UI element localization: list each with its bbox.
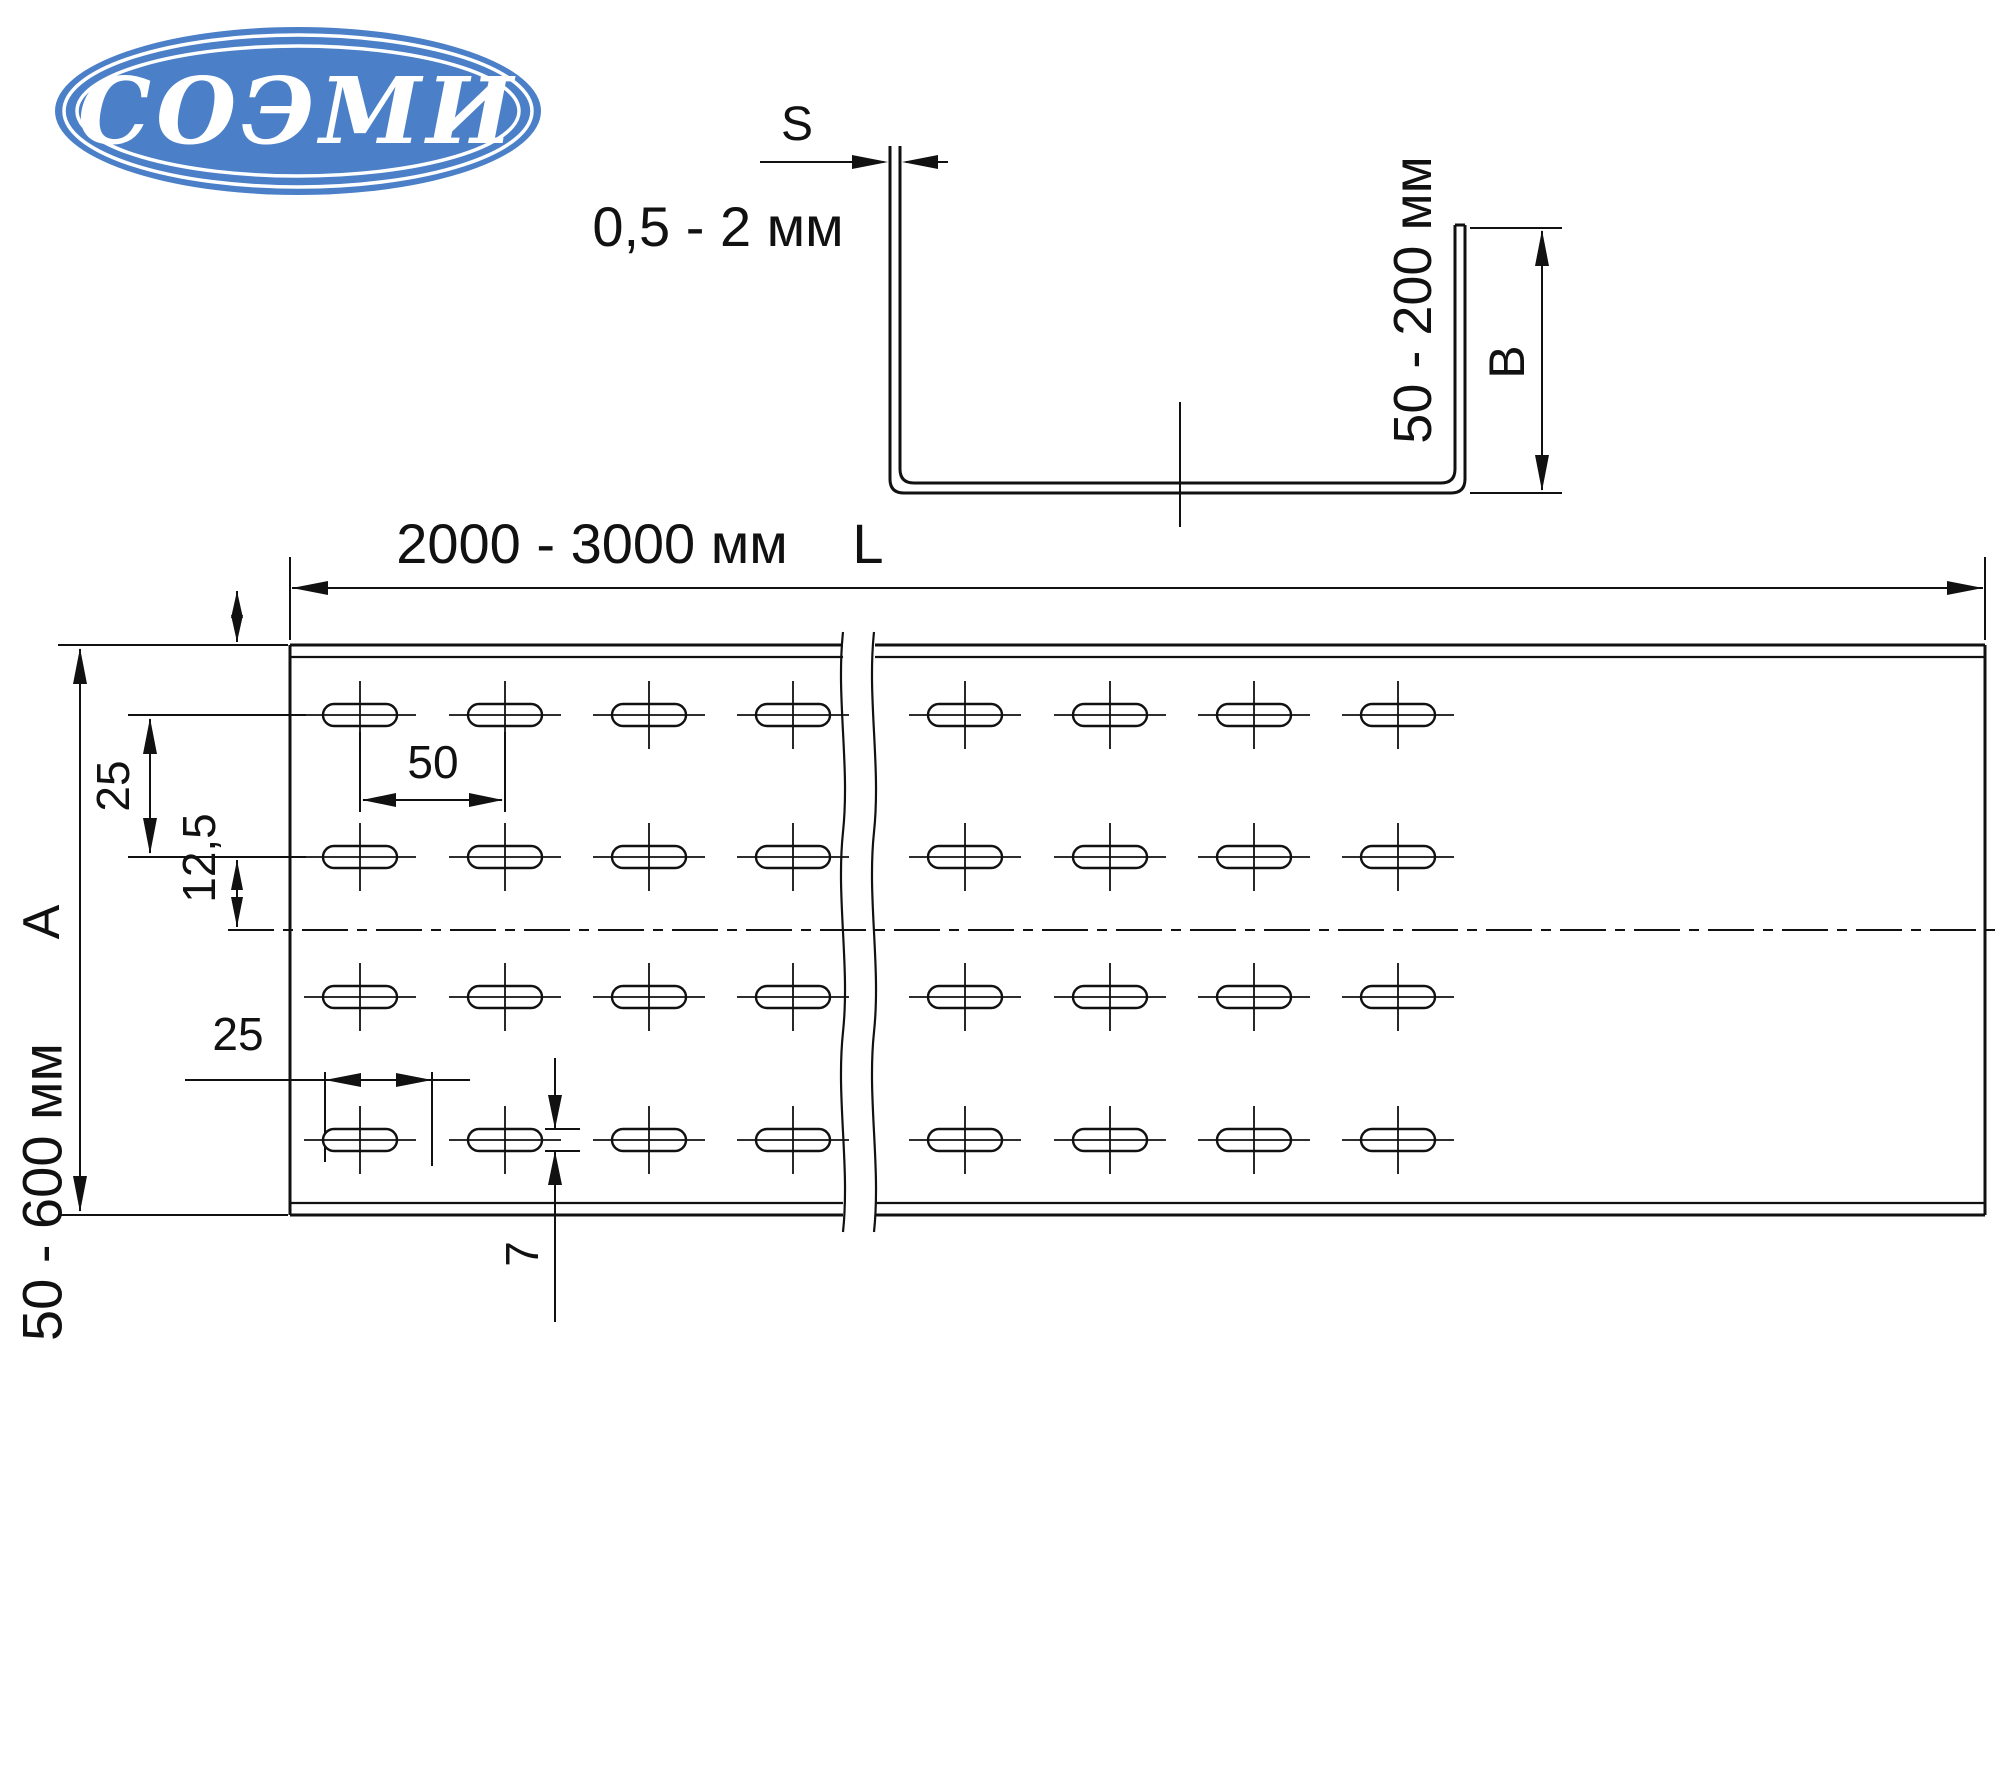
- arrow-icon: [231, 897, 243, 927]
- length-symbol-label: L: [852, 512, 883, 575]
- length-range-label: 2000 - 3000 мм: [396, 512, 787, 575]
- thickness-symbol-label: S: [781, 98, 813, 151]
- arrow-icon: [852, 155, 888, 169]
- arrow-icon: [548, 1095, 562, 1129]
- arrow-icon: [1947, 581, 1983, 595]
- logo-ellipse-fill: [55, 27, 541, 195]
- logo: СОЭМИ: [55, 27, 541, 195]
- slot-grid: [304, 681, 1454, 1174]
- arrow-icon: [73, 1176, 87, 1212]
- profile-inner-contour: [898, 146, 1457, 485]
- arrow-icon: [902, 155, 938, 169]
- width-symbol-label: A: [13, 904, 71, 939]
- row-spacing-label: 25: [87, 760, 139, 811]
- profile-section-view: S 0,5 - 2 мм 50 - 200 мм B: [592, 98, 1562, 527]
- pitch-label: 50: [407, 736, 458, 788]
- arrow-icon: [143, 818, 157, 854]
- logo-ring-inner: [75, 44, 521, 178]
- arrow-icon: [143, 718, 157, 754]
- break-line-right: [870, 631, 878, 1233]
- break-line-left: [839, 631, 847, 1233]
- arrow-icon: [1535, 230, 1549, 266]
- width-range-label: 50 - 600 мм: [11, 1043, 74, 1341]
- arrow-icon: [362, 793, 396, 807]
- arrow-icon: [231, 591, 243, 618]
- profile-outer-contour: [888, 146, 1467, 495]
- height-range-label: 50 - 200 мм: [1383, 156, 1443, 443]
- logo-text: СОЭМИ: [78, 57, 518, 165]
- arrow-icon: [469, 793, 503, 807]
- arrow-icon: [1535, 455, 1549, 491]
- slot-height-label: 7: [496, 1241, 548, 1267]
- row-half-label: 12,5: [173, 813, 225, 903]
- arrow-icon: [548, 1151, 562, 1185]
- logo-ring-outer: [62, 33, 534, 189]
- arrow-icon: [396, 1073, 432, 1087]
- arrow-icon: [73, 648, 87, 684]
- offset-label: 25: [212, 1008, 263, 1060]
- tray-outline: [288, 631, 1987, 1233]
- thickness-range-label: 0,5 - 2 мм: [592, 195, 843, 258]
- arrow-icon: [292, 581, 328, 595]
- height-symbol-label: B: [1479, 345, 1535, 378]
- arrow-icon: [325, 1073, 361, 1087]
- plan-view: 2000 - 3000 мм L A 50 - 600 мм 25 12,5 5…: [11, 512, 1996, 1341]
- arrow-icon: [231, 860, 243, 890]
- arrow-icon: [231, 615, 243, 642]
